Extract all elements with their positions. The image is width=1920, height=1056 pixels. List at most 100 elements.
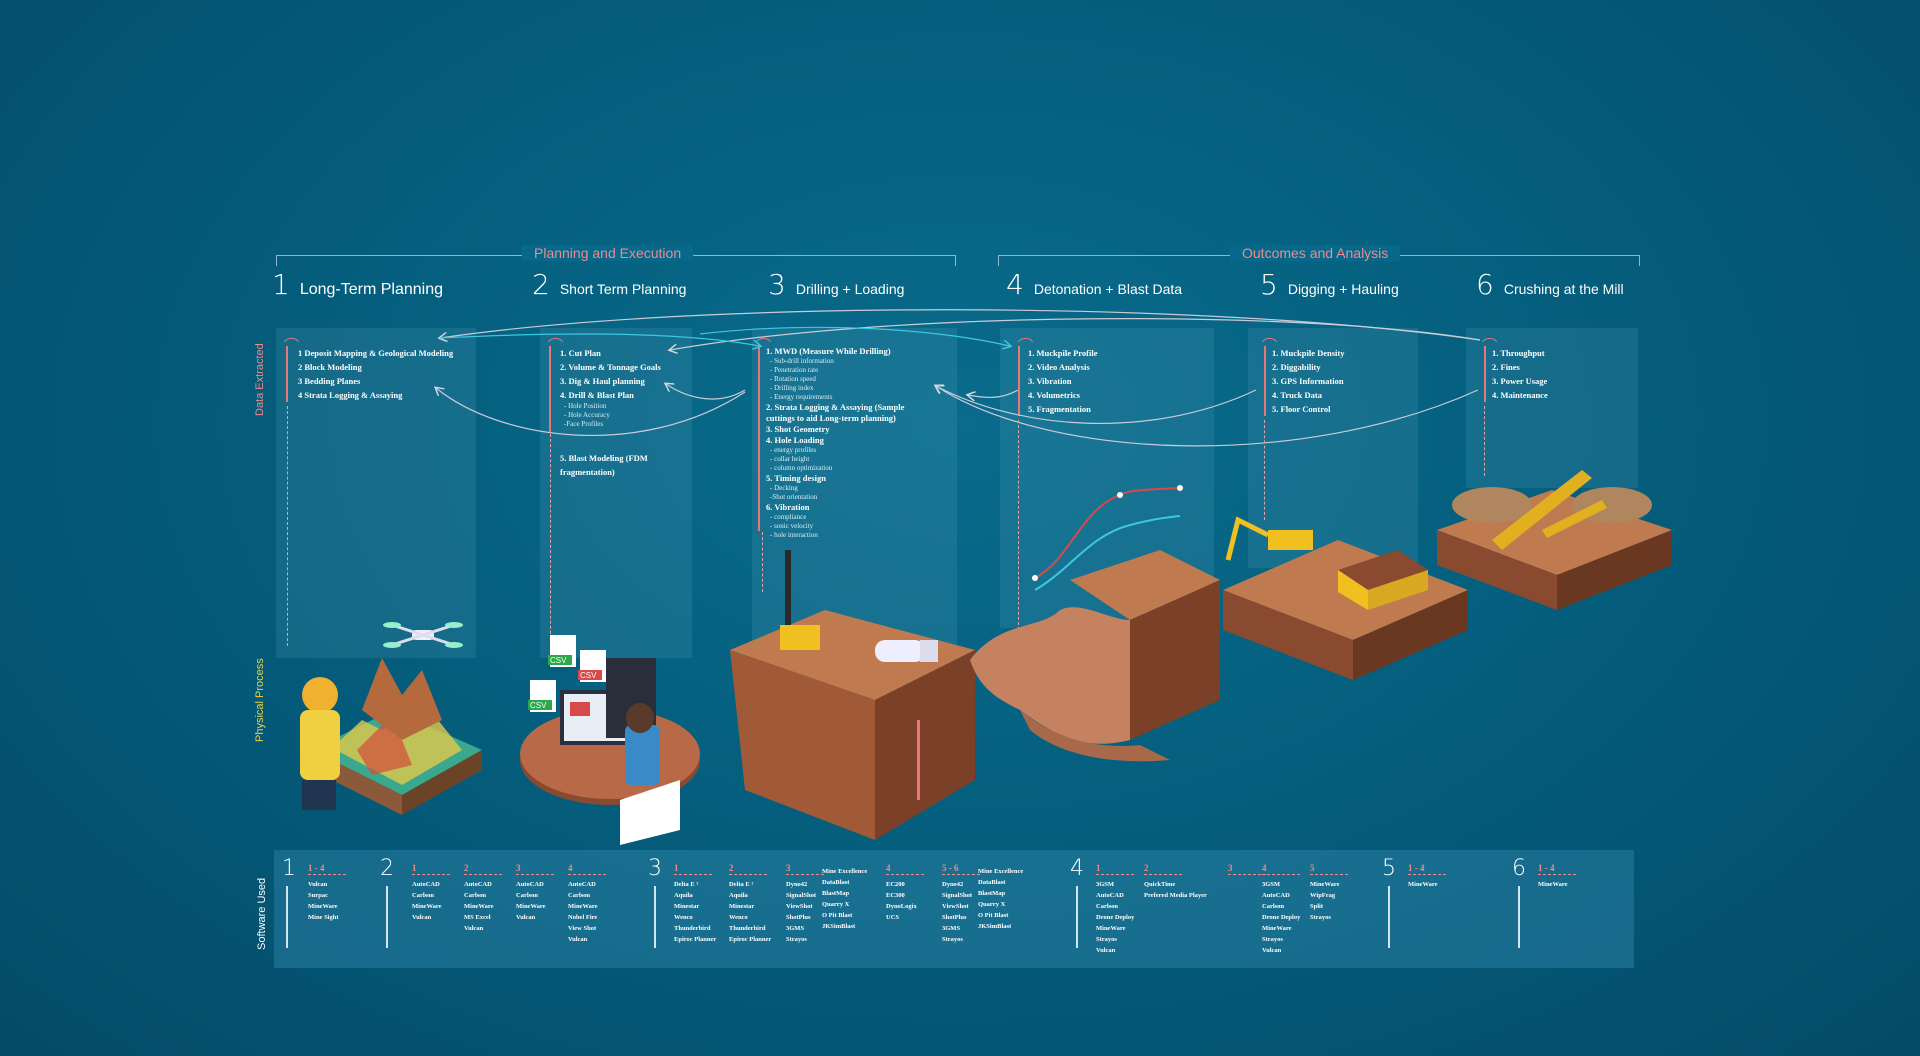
illustration-geologist-drone — [300, 622, 482, 815]
software-item: Wenco — [729, 914, 748, 921]
panel-stage-1 — [276, 328, 476, 658]
software-stage-number: 2 — [380, 856, 394, 881]
software-item: O Pit Blast — [822, 912, 853, 919]
list-item: 1. Throughput — [1492, 348, 1545, 358]
dashed-connector — [287, 406, 288, 646]
software-stage-number: 1 — [282, 856, 296, 881]
list-item: 1. Muckpile Density — [1272, 348, 1345, 358]
list-item: 1. Muckpile Profile — [1028, 348, 1098, 358]
software-item: Delta E ² — [674, 881, 699, 888]
svg-text:CSV: CSV — [550, 656, 567, 665]
list-item: 3. Power Usage — [1492, 376, 1548, 386]
software-item: Surpac — [308, 892, 328, 899]
software-item: 3GSM — [1262, 881, 1281, 888]
stage-name: Crushing at the Mill — [1503, 281, 1624, 297]
software-item: ShotPlus — [786, 914, 811, 921]
software-column-header: 2 — [729, 862, 767, 875]
dashed-connector — [1264, 420, 1265, 520]
software-divider — [1388, 886, 1390, 948]
list-subitem: - collar height — [770, 455, 810, 463]
software-item: AutoCAD — [1262, 892, 1290, 899]
stage-name: Long-Term Planning — [299, 281, 444, 298]
flow-arrow — [968, 389, 1019, 397]
software-item: SignalShot — [942, 892, 972, 899]
list-item: 4. Maintenance — [1492, 390, 1548, 400]
stage-number: 4 — [1006, 268, 1024, 301]
list-item: 5. Fragmentation — [1028, 404, 1091, 414]
software-column-header: 5 - 6 — [942, 862, 980, 875]
software-item: MineWare — [308, 903, 338, 910]
software-column-header: 3 — [516, 862, 554, 875]
software-divider — [1518, 886, 1520, 948]
dashed-connector — [1484, 406, 1485, 476]
software-item: Vulcan — [1096, 947, 1116, 954]
list-item: 3. Dig & Haul planning — [560, 376, 645, 386]
list-accent-bar — [286, 346, 288, 402]
list-item: 5. Floor Control — [1272, 404, 1331, 414]
panel-stage-6 — [1466, 328, 1638, 488]
list-accent-bar — [1018, 346, 1020, 416]
software-item: Thunderbird — [674, 925, 711, 932]
list-subitem: - compliance — [770, 513, 807, 521]
software-item: MineWare — [1538, 881, 1568, 888]
software-divider — [1076, 886, 1078, 948]
list-item: 2. Strata Logging & Assaying (Sample cut… — [766, 402, 905, 423]
software-item: Mine Sight — [308, 914, 339, 921]
list-accent-bar — [758, 346, 760, 531]
list-item: 6. Vibration — [766, 502, 810, 512]
svg-text:CSV: CSV — [580, 671, 597, 680]
software-item: UCS — [886, 914, 900, 921]
software-item: MineWare — [568, 903, 598, 910]
list-item: 3 Bedding Planes — [298, 376, 361, 386]
software-item: Aquila — [729, 892, 748, 899]
flow-arrow — [670, 318, 1481, 350]
stage-name: Short Term Planning — [559, 281, 687, 297]
software-column-header: 1 — [674, 862, 712, 875]
software-item: Strayos — [1310, 914, 1331, 921]
software-stage-number: 4 — [1070, 856, 1084, 881]
software-item: ViewShot — [942, 903, 969, 910]
software-item: AutoCAD — [464, 881, 492, 888]
software-item: MineWare — [1408, 881, 1438, 888]
drone-icon — [383, 622, 463, 648]
software-item: Mine Excellence — [822, 868, 868, 875]
svg-text:CSV: CSV — [530, 701, 547, 710]
flow-arrow — [439, 333, 760, 346]
software-item: Vulcan — [516, 914, 536, 921]
software-item: Carlson — [1096, 903, 1119, 910]
software-item: Carlson — [568, 892, 591, 899]
csv-file-icon: CSV — [578, 650, 606, 682]
software-item: Carlson — [464, 892, 487, 899]
list-subitem: - Penetration rate — [770, 366, 819, 374]
stage-number: 2 — [532, 268, 550, 301]
stage-number: 5 — [1260, 268, 1278, 301]
list-item: 4. Truck Data — [1272, 390, 1322, 400]
software-divider — [386, 886, 388, 948]
software-item: AutoCAD — [1096, 892, 1124, 899]
software-item: JKSimBlast — [822, 923, 856, 930]
list-item: 4. Volumetrics — [1028, 390, 1080, 400]
software-item: Mine Excellence — [978, 868, 1024, 875]
illustration-excavator-truck — [1223, 516, 1468, 680]
software-divider — [286, 886, 288, 948]
software-item: Drone Deploy — [1262, 914, 1301, 921]
panel-stage-5 — [1248, 328, 1418, 568]
software-item: Vulcan — [568, 936, 588, 943]
list-subitem: - energy profiles — [770, 446, 817, 454]
list-subitem: - sonic velocity — [770, 522, 814, 530]
software-item: MineWare — [464, 903, 494, 910]
software-item: Minestar — [729, 903, 755, 910]
list-item: 4. Drill & Blast Plan — [560, 390, 634, 400]
list-accent-bar — [1484, 346, 1486, 402]
